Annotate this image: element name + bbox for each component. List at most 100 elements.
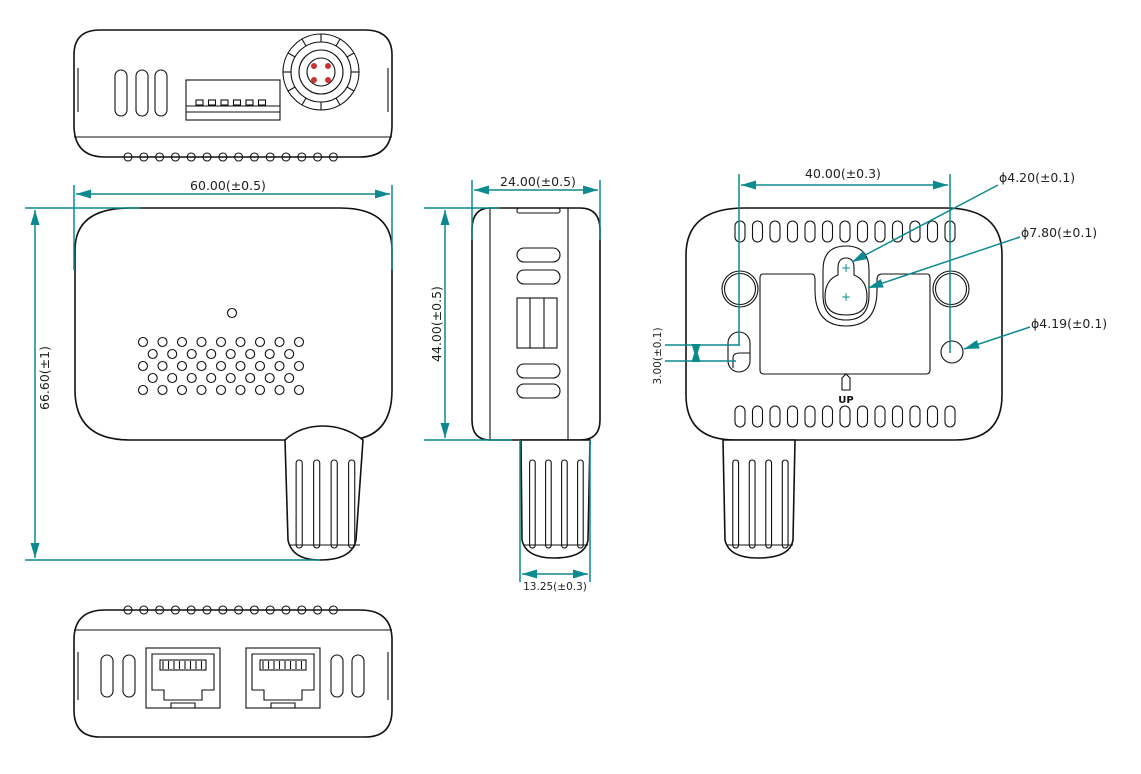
- vent-slot: [751, 405, 764, 428]
- round-connector: [282, 33, 360, 111]
- vent-hole: [225, 348, 236, 360]
- keyhole: [824, 257, 868, 316]
- body-height-dimension: 44.00(±0.5): [429, 286, 444, 362]
- vent-hole: [293, 384, 305, 396]
- vent-hole: [176, 384, 188, 396]
- vent-bump: [170, 605, 180, 615]
- knurl-ridge: [287, 86, 296, 92]
- vent-slot: [874, 405, 886, 428]
- vent-hole: [215, 384, 227, 396]
- vent-hole: [274, 384, 285, 396]
- vent-hole: [186, 372, 197, 384]
- back-view: + + UP: [685, 207, 1003, 559]
- rj45-ports: [145, 647, 321, 709]
- vent-hole: [235, 360, 246, 372]
- knurl-ridge: [287, 52, 296, 58]
- vent-hole: [176, 336, 188, 348]
- vent-slot: [804, 220, 816, 243]
- rj45-contacts: [159, 659, 207, 671]
- probe-fin: [577, 459, 584, 549]
- led-indicator: [226, 307, 238, 319]
- probe-fin: [330, 459, 338, 549]
- vent-hole: [264, 348, 275, 360]
- vent-hole: [284, 348, 295, 360]
- vent-hole: [245, 372, 256, 384]
- vent-hole: [196, 384, 207, 396]
- vent-slot: [891, 220, 904, 243]
- vent-slot: [926, 405, 939, 428]
- vent-slot: [874, 220, 886, 243]
- terminal-pin: [245, 99, 254, 106]
- vent-bump: [313, 152, 323, 162]
- vent-bump: [186, 605, 196, 615]
- vent-slot: [786, 220, 799, 243]
- rj45-contacts: [259, 659, 307, 671]
- front-view: [74, 207, 393, 561]
- vent-slot: [786, 405, 799, 428]
- vent-hole: [254, 360, 266, 372]
- vent-hole: [254, 336, 266, 348]
- vent-slot: [944, 405, 956, 428]
- vent-hole: [157, 336, 168, 348]
- vent-bump: [170, 152, 180, 162]
- rj45-port: [145, 647, 221, 709]
- vent-hole: [167, 372, 178, 384]
- slot-offset-dimension: 3.00(±0.1): [652, 327, 664, 384]
- up-arrow-icon: [841, 373, 851, 391]
- vent-hole: [254, 384, 266, 396]
- knurl-ridge: [335, 38, 341, 47]
- label-recess: [759, 273, 931, 375]
- vent-hole: [157, 384, 168, 396]
- vent-hole: [264, 372, 275, 384]
- vent-bump: [123, 605, 133, 615]
- vent-bump: [328, 605, 338, 615]
- terminal-pin: [195, 99, 204, 106]
- vent-slot: [909, 405, 921, 428]
- terminal-pin: [207, 99, 217, 106]
- mount-hole: [940, 340, 964, 364]
- vent-hole: [167, 348, 178, 360]
- sensor-probe: [284, 425, 364, 561]
- keyhole-large-dimension: ϕ7.80(±0.1): [1021, 225, 1097, 240]
- front-vent-holes: [137, 336, 305, 396]
- vent-bump: [265, 152, 275, 162]
- vent-slot: [751, 220, 764, 243]
- rj45-latch: [170, 702, 196, 708]
- vent-hole: [196, 360, 207, 372]
- vent-bump: [234, 605, 244, 615]
- probe-fin: [545, 459, 552, 549]
- vent-slot: [856, 405, 869, 428]
- vent-hole: [245, 348, 256, 360]
- depth-dimension: 24.00(±0.5): [500, 174, 576, 189]
- vent-hole: [147, 372, 158, 384]
- vent-bump: [123, 152, 133, 162]
- vent-slot: [734, 405, 746, 428]
- probe-fin: [561, 459, 568, 549]
- vent-bump: [218, 152, 228, 162]
- vent-bump: [297, 605, 307, 615]
- vent-slot: [821, 220, 834, 243]
- vent-bump: [297, 152, 307, 162]
- vent-bump: [139, 605, 149, 615]
- vent-hole: [293, 360, 305, 372]
- vent-slot: [769, 405, 781, 428]
- top-view: [73, 29, 393, 162]
- svg-text:+: +: [841, 261, 851, 275]
- vent-hole: [157, 360, 168, 372]
- vent-hole: [196, 336, 207, 348]
- rj45-opening: [151, 653, 215, 701]
- knurl-ridge: [346, 86, 355, 92]
- vent-slot: [804, 405, 816, 428]
- probe-fin: [765, 459, 773, 549]
- svg-text:+: +: [841, 290, 851, 304]
- vent-bump: [234, 152, 244, 162]
- probe-fin: [313, 459, 321, 549]
- vent-hole: [284, 372, 295, 384]
- probe-fin: [748, 459, 756, 549]
- top-vent-bumps: [123, 152, 338, 162]
- probe-fin: [295, 459, 303, 549]
- terminal-pin: [220, 99, 229, 106]
- vent-hole: [235, 336, 246, 348]
- side-view: [471, 207, 601, 559]
- vent-slot: [839, 405, 851, 428]
